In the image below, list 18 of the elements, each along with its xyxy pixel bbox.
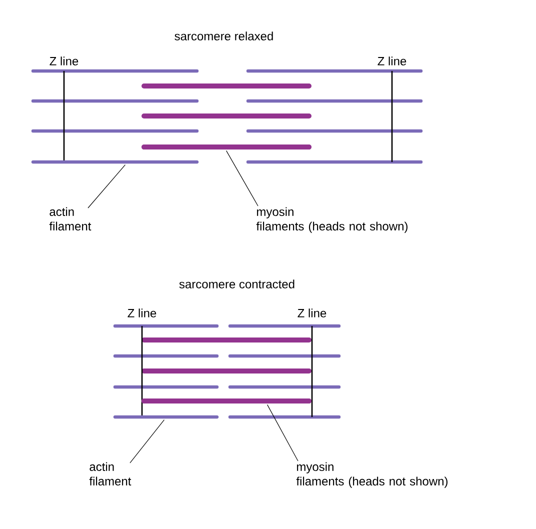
actin-filament xyxy=(31,160,199,164)
z-line-label: Z line xyxy=(50,56,78,66)
myosin-filament xyxy=(142,398,312,404)
z-line-label: Z line xyxy=(128,308,156,318)
leader-line xyxy=(226,150,258,206)
filament-label: actin filament xyxy=(49,207,92,230)
filament-label: myosin filaments (heads not shown) xyxy=(256,207,408,233)
leader-line xyxy=(267,404,298,462)
z-line-label: Z line xyxy=(298,308,326,318)
panel-title: sarcomere relaxed xyxy=(174,32,273,40)
leader-line xyxy=(130,420,164,464)
filament-label: myosin filaments (heads not shown) xyxy=(296,462,448,488)
z-line-label: Z line xyxy=(378,56,406,66)
filament-label: actin filament xyxy=(89,462,132,486)
myosin-filament xyxy=(142,144,312,150)
actin-filament xyxy=(113,415,219,419)
panel-title: sarcomere contracted xyxy=(179,280,294,288)
leader-line xyxy=(88,164,126,208)
